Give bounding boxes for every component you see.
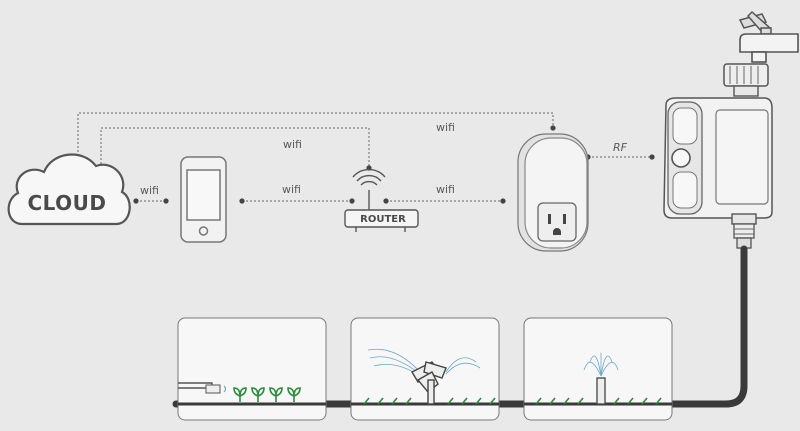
water-timer-controller (663, 63, 773, 249)
popup-head-icon (596, 377, 606, 405)
router-icon: ROUTER (344, 168, 419, 232)
popup-sprinkler-panel (523, 317, 673, 421)
sprinkler-head-icon (411, 361, 447, 405)
water-fountain-icon (583, 352, 619, 377)
cloud-plug-line (77, 112, 554, 160)
wifi-signal-icon (352, 168, 386, 186)
router-label: ROUTER (360, 214, 406, 225)
grass-icon (363, 397, 496, 405)
phone-router-label: wifi (282, 183, 301, 196)
cloud-router-line (100, 127, 370, 168)
hose (172, 245, 748, 408)
smartphone-icon (180, 156, 227, 243)
router-plug-label: wifi (436, 183, 455, 196)
grass-icon-2 (535, 397, 662, 405)
drip-irrigation-panel (177, 317, 327, 421)
faucet-icon (738, 10, 799, 63)
cloud-label: CLOUD (27, 191, 106, 215)
rotary-sprinkler-panel (350, 317, 500, 421)
plug-controller-label: RF (613, 141, 628, 154)
cloud-plug-label: wifi (436, 121, 455, 134)
cloud-router-label: wifi (283, 138, 302, 151)
cloud-phone-label: wifi (140, 184, 159, 197)
connection-lines (77, 112, 652, 202)
plant-icons (233, 387, 301, 402)
cloud-icon: CLOUD (7, 153, 131, 226)
smart-plug-icon (517, 133, 589, 252)
